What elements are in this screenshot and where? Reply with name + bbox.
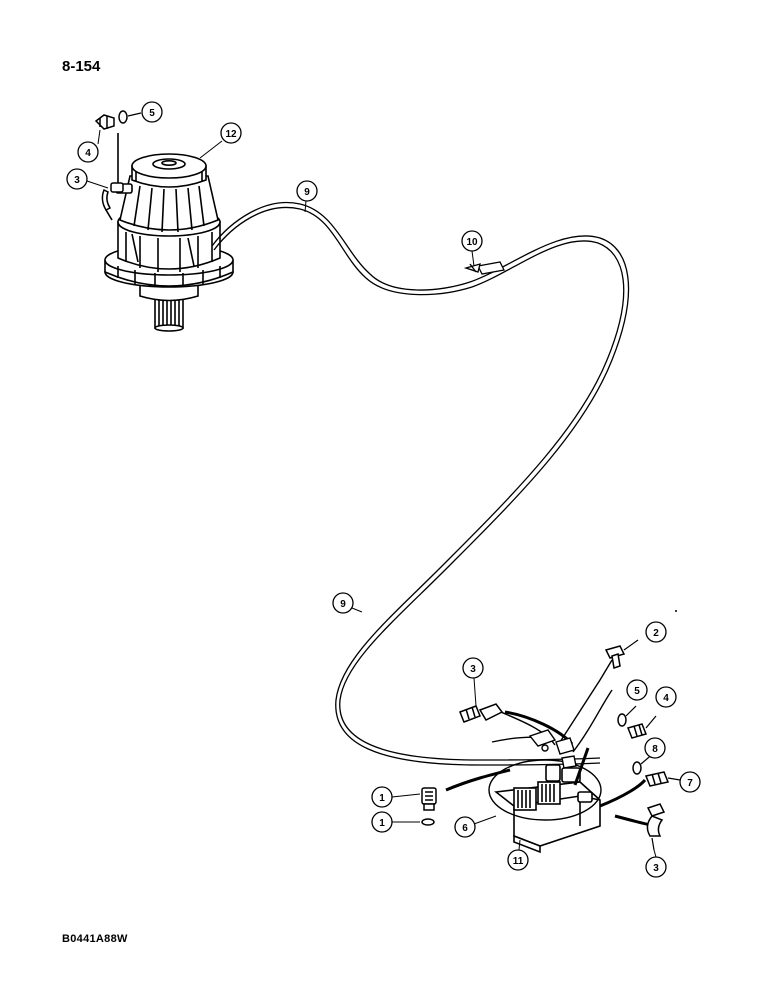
svg-text:11: 11	[513, 856, 524, 867]
valve-fittings-cluster	[528, 729, 577, 769]
svg-text:3: 3	[653, 863, 659, 874]
callout-9-lower: 9	[332, 592, 354, 614]
callout-10: 10	[461, 230, 483, 252]
valve-block	[493, 764, 601, 854]
callout-11: 11	[507, 849, 529, 871]
top-oring	[118, 110, 128, 124]
plug-oring	[421, 818, 435, 826]
svg-text:4: 4	[85, 148, 91, 159]
svg-text:5: 5	[634, 686, 640, 697]
page-number: 8-154	[62, 58, 101, 75]
callout-3-lower-right: 3	[645, 856, 667, 878]
callout-3-top: 3	[66, 168, 88, 190]
callout-5-lower: 5	[626, 679, 648, 701]
callout-2: 2	[645, 621, 667, 643]
svg-text:8: 8	[652, 744, 658, 755]
callout-1-plug: 1	[371, 786, 393, 808]
callout-6: 6	[454, 816, 476, 838]
lower-right-elbow-fitting	[646, 803, 666, 851]
svg-text:10: 10	[466, 237, 478, 248]
lower-adapter-b	[644, 771, 670, 787]
callout-leaders	[86, 129, 657, 858]
hydraulic-hose	[211, 201, 630, 766]
lower-oring-a	[617, 713, 627, 727]
svg-text:3: 3	[74, 175, 80, 186]
svg-text:9: 9	[340, 599, 346, 610]
tee-fitting	[604, 639, 639, 669]
callout-4-top: 4	[77, 141, 99, 163]
svg-text:6: 6	[462, 823, 468, 834]
plug-connector	[421, 787, 437, 811]
lower-left-elbow-fitting	[459, 703, 504, 723]
svg-text:4: 4	[663, 693, 669, 704]
drawing-code: B0441A88W	[62, 933, 128, 945]
scan-speck	[675, 610, 677, 612]
svg-text:9: 9	[304, 187, 310, 198]
callout-3-lower-left: 3	[462, 657, 484, 679]
svg-text:12: 12	[225, 129, 237, 140]
top-elbow-fitting	[101, 182, 124, 211]
callout-5-top: 5	[141, 101, 163, 123]
svg-text:3: 3	[470, 664, 476, 675]
svg-text:1: 1	[379, 793, 385, 804]
svg-text:2: 2	[653, 628, 659, 639]
svg-text:5: 5	[149, 108, 155, 119]
hydraulic-motor	[104, 153, 234, 332]
callout-9-upper: 9	[296, 180, 318, 202]
svg-text:1: 1	[379, 818, 385, 829]
callout-8: 8	[644, 737, 666, 759]
callout-1-oring: 1	[371, 811, 393, 833]
callout-12: 12	[220, 122, 242, 144]
hose-clamp	[463, 261, 505, 275]
svg-text:7: 7	[687, 778, 693, 789]
callout-7: 7	[679, 771, 701, 793]
callout-4-lower: 4	[655, 686, 677, 708]
lower-oring-b	[632, 761, 642, 775]
lower-adapter-a	[626, 723, 648, 739]
top-adapter-fitting	[94, 114, 115, 130]
